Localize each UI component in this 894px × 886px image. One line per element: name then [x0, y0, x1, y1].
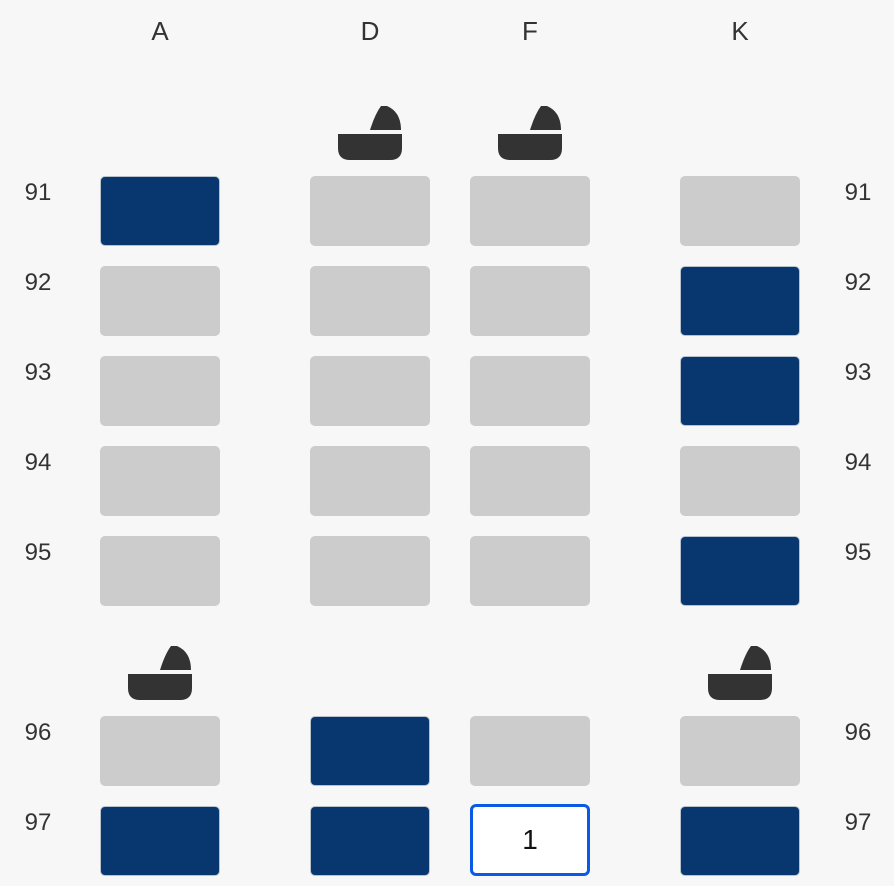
seat-94k[interactable]: [680, 446, 800, 516]
seat-93a[interactable]: [100, 356, 220, 426]
seat-95f[interactable]: [470, 536, 590, 606]
column-header-f: F: [522, 16, 538, 46]
column-header-a: A: [151, 16, 169, 46]
row-label-left: 91: [24, 179, 52, 206]
seat-96d[interactable]: [310, 716, 430, 786]
row-label-right: 94: [844, 449, 872, 476]
row-label-right: 96: [844, 719, 872, 746]
seat-96k[interactable]: [680, 716, 800, 786]
seat-92d[interactable]: [310, 266, 430, 336]
bassinet-icon: [497, 104, 563, 162]
seat-97d[interactable]: [310, 806, 430, 876]
seat-97a[interactable]: [100, 806, 220, 876]
bassinet-icon: [337, 104, 403, 162]
row-label-left: 96: [24, 719, 52, 746]
seat-93d[interactable]: [310, 356, 430, 426]
row-label-right: 91: [844, 179, 872, 206]
row-label-right: 95: [844, 539, 872, 566]
seat-97f[interactable]: 1: [470, 804, 590, 876]
seat-92a[interactable]: [100, 266, 220, 336]
seat-92k[interactable]: [680, 266, 800, 336]
seat-95k[interactable]: [680, 536, 800, 606]
row-label-left: 97: [24, 809, 52, 836]
seat-91d[interactable]: [310, 176, 430, 246]
seat-93f[interactable]: [470, 356, 590, 426]
row-label-left: 92: [24, 269, 52, 296]
row-label-left: 93: [24, 359, 52, 386]
column-header-k: K: [731, 16, 749, 46]
seat-94f[interactable]: [470, 446, 590, 516]
seat-92f[interactable]: [470, 266, 590, 336]
seat-96a[interactable]: [100, 716, 220, 786]
row-label-left: 94: [24, 449, 52, 476]
seat-93k[interactable]: [680, 356, 800, 426]
seat-94a[interactable]: [100, 446, 220, 516]
row-label-right: 93: [844, 359, 872, 386]
row-label-left: 95: [24, 539, 52, 566]
seat-91k[interactable]: [680, 176, 800, 246]
seat-91a[interactable]: [100, 176, 220, 246]
seat-91f[interactable]: [470, 176, 590, 246]
bassinet-icon: [127, 644, 193, 702]
row-label-right: 97: [844, 809, 872, 836]
seat-94d[interactable]: [310, 446, 430, 516]
seat-96f[interactable]: [470, 716, 590, 786]
row-label-right: 92: [844, 269, 872, 296]
seat-97k[interactable]: [680, 806, 800, 876]
passenger-number: 1: [522, 824, 538, 855]
column-header-d: D: [360, 16, 380, 46]
bassinet-icon: [707, 644, 773, 702]
seat-95d[interactable]: [310, 536, 430, 606]
seat-95a[interactable]: [100, 536, 220, 606]
